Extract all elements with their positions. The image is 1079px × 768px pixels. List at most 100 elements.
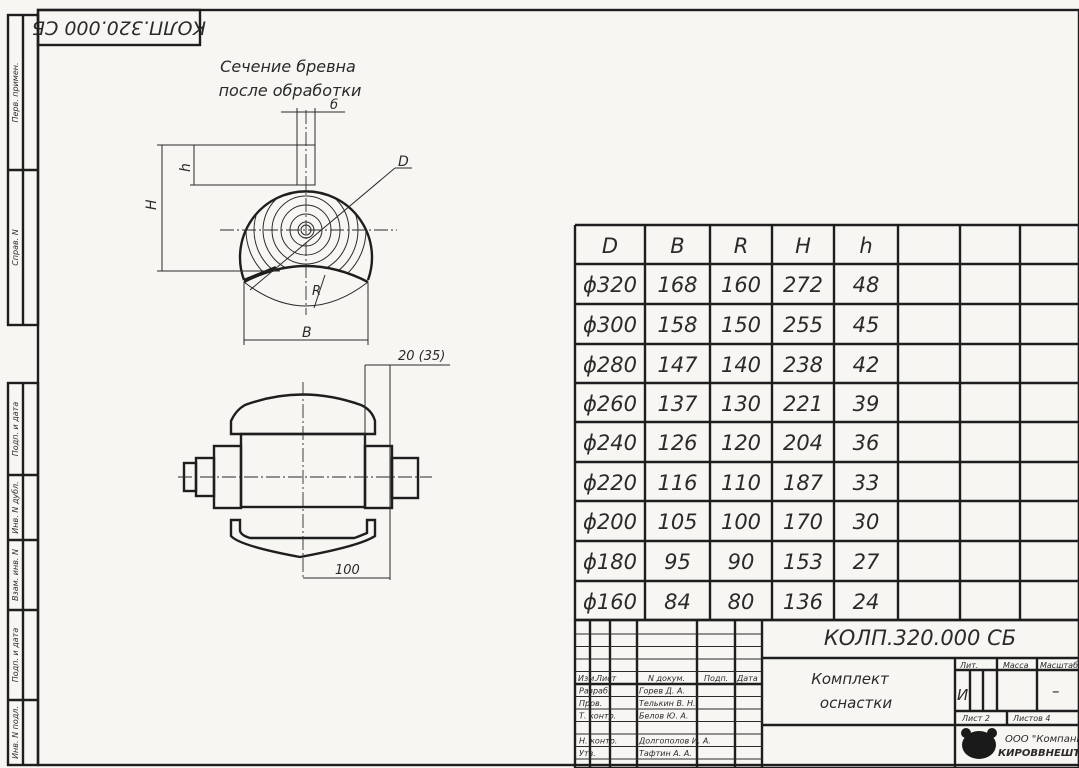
table-cell: ϕ300 xyxy=(583,313,637,337)
signer-name: Горев Д. А. xyxy=(639,687,685,696)
table-cell: ϕ160 xyxy=(583,590,637,614)
log-section-view: Сечение бревна после обработки D R H h б… xyxy=(144,57,412,345)
table-header-h: h xyxy=(859,234,872,258)
scale-value: – xyxy=(1052,682,1060,700)
table-cell: 147 xyxy=(657,353,698,377)
table-cell: 126 xyxy=(657,431,697,455)
signer-name: Белов Ю. А. xyxy=(639,712,688,721)
table-cell: 158 xyxy=(657,313,697,337)
table-cell: 95 xyxy=(664,550,691,574)
table-cell: 24 xyxy=(853,590,880,614)
table-cell: ϕ200 xyxy=(583,510,637,534)
assembly-view: 20 (35) 100 xyxy=(178,349,450,580)
table-cell: 27 xyxy=(853,550,880,574)
table-cell: 130 xyxy=(721,392,761,416)
table-cell: ϕ220 xyxy=(583,471,637,495)
signer-name: Долгополов И. А. xyxy=(638,737,711,746)
company-line1: ООО "Компания xyxy=(1005,734,1079,745)
table-cell: 136 xyxy=(783,590,823,614)
table-cell: 187 xyxy=(783,471,824,495)
left-strip-label: Взам. инв. N xyxy=(11,549,20,601)
dim-offset: 20 (35) xyxy=(398,349,445,364)
label-D: D xyxy=(398,154,409,170)
table-cell: ϕ240 xyxy=(583,431,637,455)
left-strip-label: Подп. и дата xyxy=(11,628,20,683)
table-cell: 80 xyxy=(728,590,755,614)
company-line2: КИРОВВНЕШТОРГ" xyxy=(998,748,1079,759)
top-stamp: КОЛП.320.000 СБ xyxy=(32,8,206,47)
table-cell: 42 xyxy=(853,353,880,377)
drawing-name-line1: Комплект xyxy=(811,670,890,688)
table-cell: 105 xyxy=(657,510,697,534)
title-col-header: Лист xyxy=(595,674,617,683)
table-cell: 204 xyxy=(783,431,823,455)
sheet-count: Листов 4 xyxy=(1012,714,1051,723)
table-cell: 45 xyxy=(853,313,880,337)
title-block: КОЛП.320.000 СБ Комплект оснастки Лит. М… xyxy=(573,618,1079,768)
signer-role: Т. контр. xyxy=(579,712,616,721)
drawing-designation: КОЛП.320.000 СБ xyxy=(824,626,1016,650)
table-cell: 120 xyxy=(721,431,761,455)
table-cell: 160 xyxy=(721,273,761,297)
table-cell: 272 xyxy=(783,273,823,297)
section-title-line1: Сечение бревна xyxy=(220,57,356,76)
label-b: б xyxy=(330,98,338,113)
table-cell: 150 xyxy=(721,313,761,337)
signer-role: Пров. xyxy=(579,699,602,708)
table-header-D: D xyxy=(602,234,618,258)
table-cell: 116 xyxy=(657,471,697,495)
top-stamp-text: КОЛП.320.000 СБ xyxy=(32,17,206,39)
table-cell: 39 xyxy=(853,392,880,416)
table-cell: ϕ180 xyxy=(583,550,637,574)
sheet-number: Лист 2 xyxy=(961,714,990,723)
left-strip-label: Справ. N xyxy=(11,229,20,266)
table-cell: 238 xyxy=(783,353,823,377)
table-cell: 140 xyxy=(721,353,761,377)
signer-role: Н. контр. xyxy=(579,737,617,746)
lit-label: Лит. xyxy=(959,661,978,670)
sheet-frame xyxy=(36,8,1079,767)
signer-name: Тафтин А. А. xyxy=(639,749,692,758)
table-cell: 137 xyxy=(657,392,698,416)
table-cell: 36 xyxy=(853,431,880,455)
table-cell: 30 xyxy=(853,510,880,534)
table-cell: 90 xyxy=(728,550,755,574)
lit-value: И xyxy=(957,686,968,704)
table-header-R: R xyxy=(734,234,749,258)
left-strip-label: Перв. примен. xyxy=(11,62,20,122)
left-strip-label: Инв. N подл. xyxy=(11,706,20,759)
title-col-header: N докум. xyxy=(648,674,685,683)
left-strip-label: Инв. N дубл. xyxy=(11,481,20,533)
table-cell: ϕ280 xyxy=(583,353,637,377)
table-header-B: B xyxy=(670,234,684,258)
table-cell: 255 xyxy=(783,313,823,337)
table-header-H: H xyxy=(795,234,811,258)
label-B: B xyxy=(302,325,312,341)
table-cell: 168 xyxy=(657,273,697,297)
title-col-header: Подп. xyxy=(704,674,728,683)
title-col-header: Дата xyxy=(736,674,758,683)
title-col-header: Изм. xyxy=(578,674,597,683)
table-cell: 170 xyxy=(783,510,823,534)
label-h: h xyxy=(178,163,194,172)
label-H: H xyxy=(144,199,160,210)
company-logo-bear-icon xyxy=(961,728,997,759)
left-strip-label: Подп. и дата xyxy=(11,402,20,457)
drawing-name-line2: оснастки xyxy=(820,694,892,712)
dim-length: 100 xyxy=(335,563,360,578)
table-cell: 33 xyxy=(853,471,880,495)
table-cell: 84 xyxy=(664,590,691,614)
table-cell: 100 xyxy=(721,510,761,534)
mass-label: Масса xyxy=(1003,661,1029,670)
section-title-line2: после обработки xyxy=(219,81,362,100)
table-cell: 110 xyxy=(721,471,761,495)
signer-role: Разраб. xyxy=(579,687,610,696)
signer-name: Телькин В. Н. xyxy=(639,699,696,708)
label-R: R xyxy=(312,284,321,299)
table-cell: 48 xyxy=(853,273,880,297)
table-cell: ϕ320 xyxy=(583,273,637,297)
scale-label: Масштаб xyxy=(1040,661,1078,670)
